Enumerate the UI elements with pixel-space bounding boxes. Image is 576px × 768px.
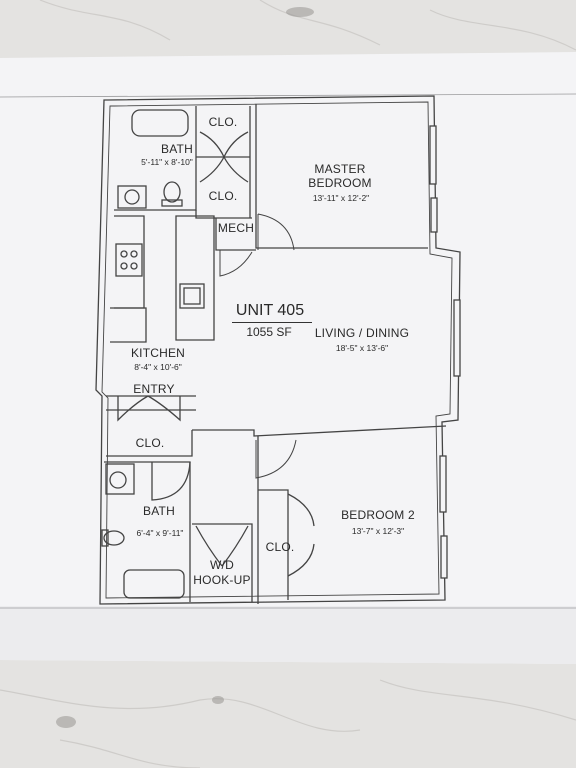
master-bedroom-label-1: MASTER — [314, 162, 366, 176]
master-bedroom-label-2: BEDROOM — [308, 176, 372, 190]
unit-area: 1055 SF — [246, 325, 292, 339]
wd-hookup-label-2: HOOK-UP — [193, 573, 251, 587]
unit-title: UNIT 405 — [235, 302, 305, 319]
mech-label: MECH — [217, 221, 255, 235]
bath2-label: BATH — [143, 504, 175, 518]
master-bedroom-dims: 13'-11" x 12'-2" — [312, 193, 370, 203]
entry-label: ENTRY — [133, 382, 175, 396]
wd-hookup-label-1: W/D — [210, 558, 234, 572]
bath2-dims: 6'-4" x 9'-11" — [136, 528, 184, 538]
bedroom2-closet-label: CLO. — [265, 540, 295, 554]
bedroom2-dims: 13'-7" x 12'-3" — [351, 526, 405, 536]
kitchen-label: KITCHEN — [130, 346, 186, 360]
paper-shadow — [0, 606, 576, 664]
closet-top-label: CLO. — [208, 115, 238, 129]
bedroom2-label: BEDROOM 2 — [341, 508, 415, 522]
kitchen-dims: 8'-4" x 10'-6" — [134, 362, 182, 372]
bath1-dims: 5'-11" x 8'-10" — [141, 157, 193, 167]
living-dining-dims: 18'-5" x 13'-6" — [335, 343, 389, 353]
living-dining-label: LIVING / DINING — [314, 326, 410, 340]
entry-closet-label: CLO. — [135, 436, 165, 450]
closet-mid-label: CLO. — [208, 189, 238, 203]
unit-title-underline — [232, 322, 312, 323]
bath1-label: BATH — [161, 142, 193, 156]
